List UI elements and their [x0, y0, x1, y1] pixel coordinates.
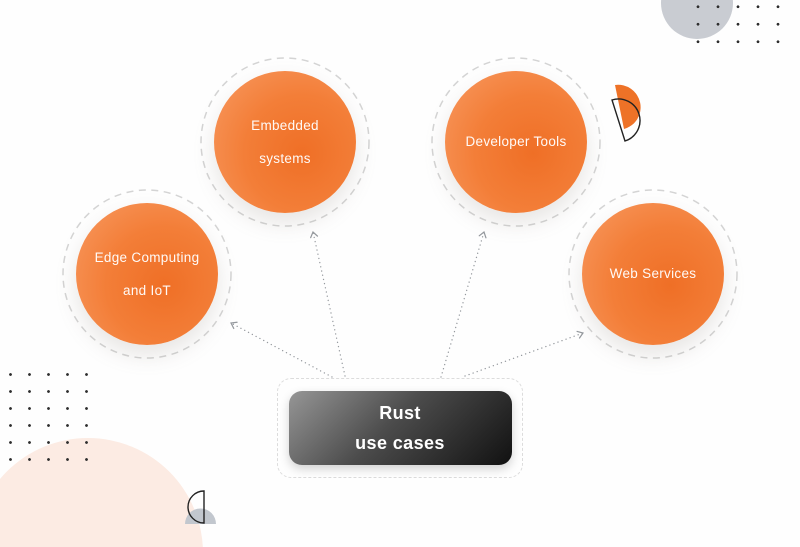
dot-grid-top-right [688, 0, 788, 51]
orange-half-disc-decor [615, 84, 641, 129]
node-ring-embedded-systems [200, 57, 370, 227]
arrow-to-developer-tools [440, 230, 487, 378]
node-label: Edge Computing and IoT [94, 249, 200, 298]
node-ring-web-services [568, 189, 738, 359]
arrow-to-embedded-systems [310, 230, 346, 377]
arrow-to-edge-computing [230, 321, 333, 378]
node-embedded-systems: Embedded systems [214, 71, 356, 213]
arrow-to-web-services [464, 330, 584, 377]
center-node-rust-use-cases: Rust use cases [288, 391, 512, 465]
node-label: Developer Tools [465, 134, 567, 150]
node-label: Web Services [609, 266, 697, 282]
center-node-frame: Rust use cases [277, 378, 523, 478]
node-ring-edge-computing [62, 189, 232, 359]
node-ring-developer-tools [431, 57, 601, 227]
node-edge-computing-iot: Edge Computing and IoT [76, 203, 218, 345]
center-node-title-line2: use cases [355, 433, 445, 453]
center-node-title-line1: Rust [379, 403, 421, 423]
outlined-half-disc-decor-bottom [187, 490, 205, 524]
outlined-half-disc-decor-top [611, 98, 641, 142]
gray-dome-decor [185, 508, 216, 524]
dot-grid-bottom-left [1, 366, 96, 468]
node-web-services: Web Services [582, 203, 724, 345]
node-label: Embedded systems [251, 117, 319, 166]
node-developer-tools: Developer Tools [445, 71, 587, 213]
